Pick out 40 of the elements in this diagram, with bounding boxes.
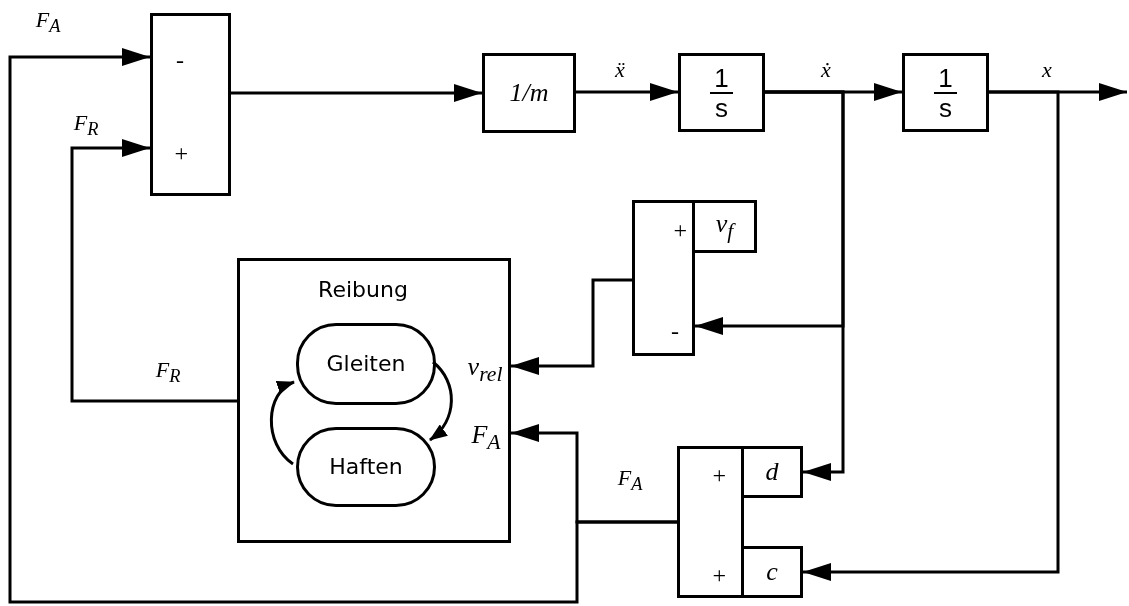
- summing-block: [632, 200, 695, 356]
- block-title: Reibung: [318, 279, 408, 301]
- arrow: [511, 278, 632, 375]
- sign-symbol: -: [176, 48, 184, 72]
- sign-symbol: +: [671, 218, 689, 242]
- fraction-denominator: s: [939, 94, 952, 121]
- integrator-block: [902, 53, 989, 132]
- gain-block: [692, 200, 757, 253]
- gain-label: c: [766, 559, 778, 585]
- gain-label: 1/m: [509, 80, 549, 106]
- state-pill: [296, 427, 436, 507]
- fraction-denominator: s: [715, 94, 728, 121]
- sign-symbol: -: [671, 319, 679, 343]
- sign-symbol: +: [172, 141, 190, 165]
- gain-label: d: [765, 459, 779, 485]
- gain-block: [741, 546, 803, 598]
- arrow: [70, 139, 237, 403]
- port-label: v$_{rel}$: [467, 354, 503, 386]
- friction-block: [237, 258, 511, 543]
- gain-block: [741, 446, 803, 498]
- arrow: [269, 380, 295, 466]
- arrow: [429, 360, 453, 442]
- gain-block: [482, 53, 576, 133]
- sign-symbol: +: [710, 563, 728, 587]
- summing-block: [677, 446, 744, 598]
- summing-block: [150, 13, 231, 196]
- fraction-numerator: 1: [710, 64, 733, 94]
- sign-symbol: +: [710, 463, 728, 487]
- arrow: [765, 90, 845, 481]
- fraction-numerator: 1: [934, 64, 957, 94]
- arrow: [231, 84, 482, 102]
- block-title: Haften: [329, 456, 403, 478]
- arrow: [576, 83, 678, 101]
- arrow: [8, 48, 677, 604]
- port-label: F$_{A}$: [471, 422, 501, 454]
- gain-label: v$_{f}$: [715, 210, 734, 243]
- block-title: Gleiten: [326, 353, 406, 375]
- integrator-block: [678, 53, 765, 132]
- state-pill: [296, 323, 436, 405]
- arrow: [803, 90, 1060, 581]
